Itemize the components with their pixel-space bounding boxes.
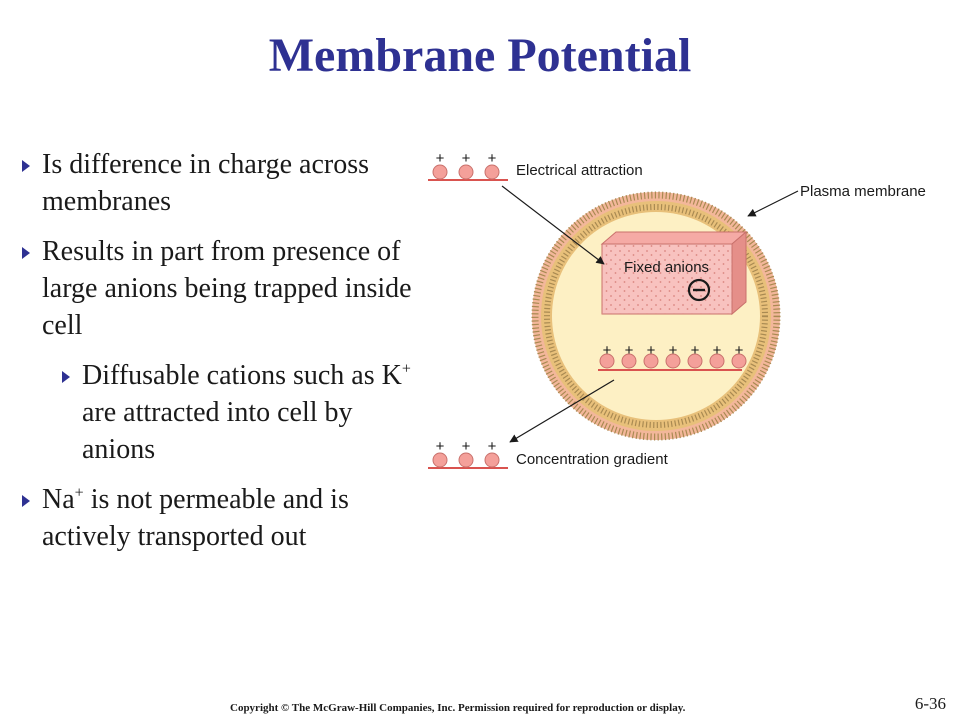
box-texture: [602, 244, 732, 314]
plus-sign: +: [462, 438, 471, 455]
triangle-bullet-icon: [62, 371, 70, 383]
plus-sign: +: [713, 342, 722, 359]
cation: [458, 452, 474, 468]
cation: [709, 353, 725, 369]
superscript-plus: +: [401, 360, 411, 378]
concentration-gradient-label: Concentration gradient: [516, 451, 669, 468]
cation: [484, 164, 500, 180]
concentration-gradient-arrow: [509, 379, 615, 443]
cation: [484, 452, 500, 468]
outer-cation-row-bottom: + + +: [428, 438, 508, 469]
figure-labels: Electrical attraction Plasma membrane Co…: [516, 162, 926, 468]
plasma-membrane-arrow: [747, 190, 799, 217]
plus-sign: +: [436, 150, 445, 167]
plus-sign: +: [488, 438, 497, 455]
bullet-text-end: is not permeable and is actively transpo…: [42, 484, 349, 552]
triangle-bullet-icon: [22, 247, 30, 259]
page-number: 6-36: [914, 694, 946, 713]
minus-sign-icon: [693, 288, 705, 292]
cation: [665, 353, 681, 369]
cell: [531, 191, 781, 441]
cation: [432, 452, 448, 468]
triangle-bullet-icon: [22, 160, 30, 172]
slide-title: Membrane Potential: [268, 29, 692, 82]
cation: [432, 164, 448, 180]
membrane-lipid-heads: [531, 191, 781, 441]
box-side-face: [731, 230, 747, 316]
bullet-text: Is difference in charge across membranes: [42, 149, 370, 217]
plus-sign: +: [669, 342, 678, 359]
membrane-lipid-tails: [544, 204, 768, 428]
plus-sign: +: [735, 342, 744, 359]
plus-sign: +: [462, 150, 471, 167]
cation: [458, 164, 474, 180]
bullet-text-end: are attracted into cell by anions: [82, 397, 353, 465]
bullet-item: Results in part from presence of large a…: [18, 233, 418, 344]
bullet-text-start: Na: [42, 484, 75, 515]
fixed-anions-box: Fixed anions: [600, 230, 748, 316]
plus-sign: +: [691, 342, 700, 359]
plus-sign: +: [488, 150, 497, 167]
cation: [599, 353, 615, 369]
cation: [687, 353, 703, 369]
bullet-item: Na+ is not permeable and is actively tra…: [18, 481, 418, 555]
membrane-diagram: Fixed anions + + + + + + + + + +: [428, 150, 926, 469]
electrical-attraction-arrow: [501, 185, 605, 265]
plus-sign: +: [603, 342, 612, 359]
fixed-anions-label: Fixed anions: [624, 259, 709, 276]
plasma-membrane-label: Plasma membrane: [800, 183, 926, 200]
negative-charge-icon: [687, 278, 711, 302]
membrane-figure: Fixed anions + + + + + + + + + +: [420, 140, 960, 480]
figure-arrows: [501, 185, 799, 443]
bullet-text: Results in part from presence of large a…: [42, 236, 412, 341]
sub-bullet-item: Diffusable cations such as K+ are attrac…: [58, 357, 418, 468]
cation: [731, 353, 747, 369]
electrical-attraction-label: Electrical attraction: [516, 162, 643, 179]
bullet-list: Is difference in charge across membranes…: [18, 146, 418, 568]
plus-sign: +: [647, 342, 656, 359]
bullet-text-start: Diffusable cations such as K: [82, 360, 402, 391]
inner-cation-row: + + + + + + +: [598, 342, 747, 371]
triangle-bullet-icon: [22, 495, 30, 507]
box-top-face: [600, 231, 748, 245]
outer-cation-row-top: + + +: [428, 150, 508, 181]
copyright-notice: Copyright © The McGraw-Hill Companies, I…: [230, 702, 686, 714]
plus-sign: +: [625, 342, 634, 359]
cation: [643, 353, 659, 369]
plus-sign: +: [436, 438, 445, 455]
bullet-item: Is difference in charge across membranes: [18, 146, 418, 220]
superscript-plus: +: [74, 484, 84, 502]
cation: [621, 353, 637, 369]
